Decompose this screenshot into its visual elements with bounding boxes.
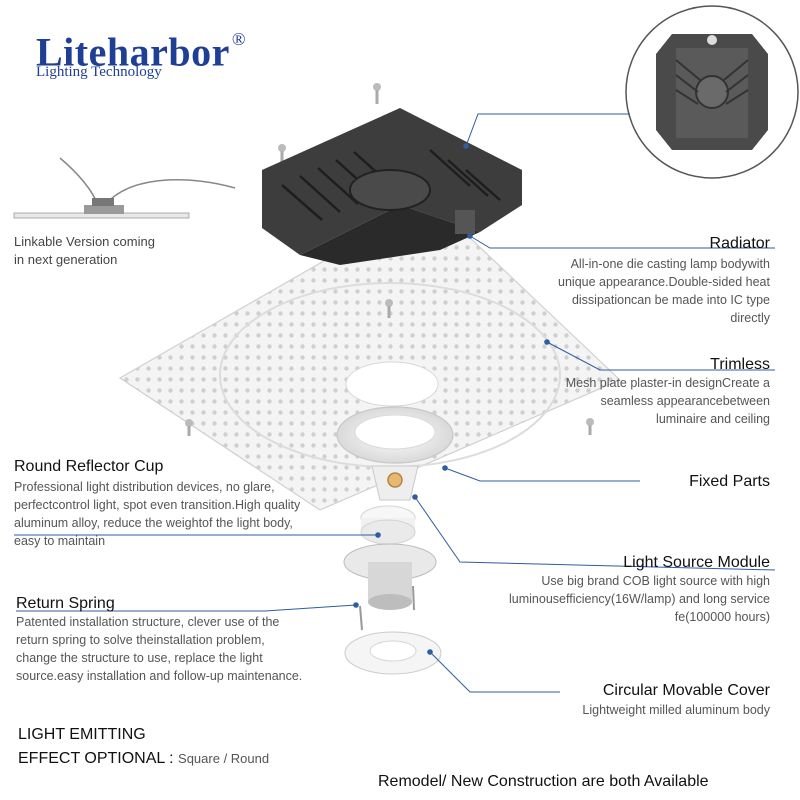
mounting-screws [185,83,594,436]
effect-heading: LIGHT EMITTING [18,726,146,743]
description-line: Professional light distribution devices,… [14,480,275,494]
brand-logo: Liteharbor® [36,24,246,73]
description-line: Patented installation structure, clever … [16,615,280,629]
housing-ring [343,543,437,631]
description-line: All-in-one die casting lamp bodywith [570,257,770,271]
description-line: perfectcontrol light, spot even transiti… [14,498,301,512]
description-line: Lightweight milled aluminum body [582,703,770,717]
linkable-note-line: in next generation [14,252,118,267]
leader-lines [14,113,776,693]
circular-cover-description: Lightweight milled aluminum body [582,701,770,719]
effect-options-row: EFFECT OPTIONAL : Square / Round [18,750,269,768]
reflector-cup [336,406,454,464]
description-line: aluminum alloy, reduce the weightof the … [14,516,293,530]
leader-endpoints [353,143,550,655]
return-spring-title: Return Spring [16,595,115,612]
trimless-description: Mesh plate plaster-in designCreate a sea… [566,374,770,428]
return-spring-description: Patented installation structure, clever … [16,613,302,685]
description-line: unique appearance.Double-sided heat [558,275,770,289]
effect-options: Square / Round [178,751,270,766]
description-line: luminaire and ceiling [656,412,770,426]
description-line: source.easy installation and follow-up m… [16,669,303,683]
brand-name: Liteharbor [36,29,230,75]
brand-tagline: Lighting Technology [36,64,162,80]
description-line: dissipationcan be made into IC type [571,293,770,307]
description-line: change the structure to use, replace the… [16,651,263,665]
trimless-title: Trimless [710,356,770,373]
effect-label: EFFECT OPTIONAL : [18,750,174,767]
fixed-parts-title: Fixed Parts [689,473,770,490]
description-line: seamless appearancebetween [600,394,770,408]
cob-light-source [371,465,419,501]
description-line: Mesh plate plaster-in designCreate a [565,376,770,390]
circular-cover-title: Circular Movable Cover [602,682,770,699]
description-line: return spring to solve theinstallation p… [16,633,265,647]
radiator-inset-detail [625,5,799,179]
light-source-title: Light Source Module [623,554,770,571]
description-line: directly [730,311,770,325]
radiator-body [262,108,522,265]
linkable-note-line: Linkable Version coming [14,234,155,249]
reflector-description: Professional light distribution devices,… [14,478,300,550]
description-line: luminousefficiency(16W/lamp) and long se… [509,592,770,606]
description-line: easy to maintain [14,534,106,548]
circular-cover [344,631,442,675]
lens-piece [360,505,416,545]
linkable-version-sketch [13,157,236,219]
radiator-description: All-in-one die casting lamp bodywith uni… [558,255,770,327]
reflector-title: Round Reflector Cup [14,458,164,475]
linkable-note: Linkable Version coming in next generati… [14,233,155,269]
radiator-title: Radiator [709,235,770,252]
mesh-plate [118,199,622,511]
description-line: fe(100000 hours) [674,610,770,624]
availability-note: Remodel/ New Construction are both Avail… [378,773,709,790]
description-line: Use big brand COB light source with high [541,574,770,588]
light-source-description: Use big brand COB light source with high… [509,572,770,626]
registered-mark: ® [231,29,247,49]
